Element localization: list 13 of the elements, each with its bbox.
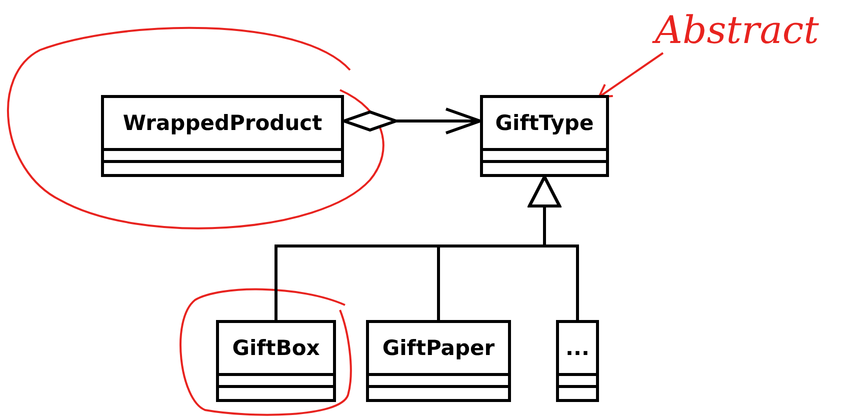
generalization-arrow [528, 176, 579, 320]
class-box [216, 320, 336, 402]
class-name: GiftType [494, 110, 595, 137]
class-name: GiftBox [231, 335, 321, 362]
class-name: WrappedProduct [122, 110, 324, 137]
class-box [101, 95, 344, 177]
class-name: ... [564, 335, 590, 362]
class-box [366, 320, 511, 402]
class-name: GiftPaper [381, 335, 496, 362]
class-box [480, 95, 609, 177]
aggregation-arrow [342, 108, 482, 134]
leader-line [598, 52, 664, 98]
class-box [556, 320, 599, 402]
